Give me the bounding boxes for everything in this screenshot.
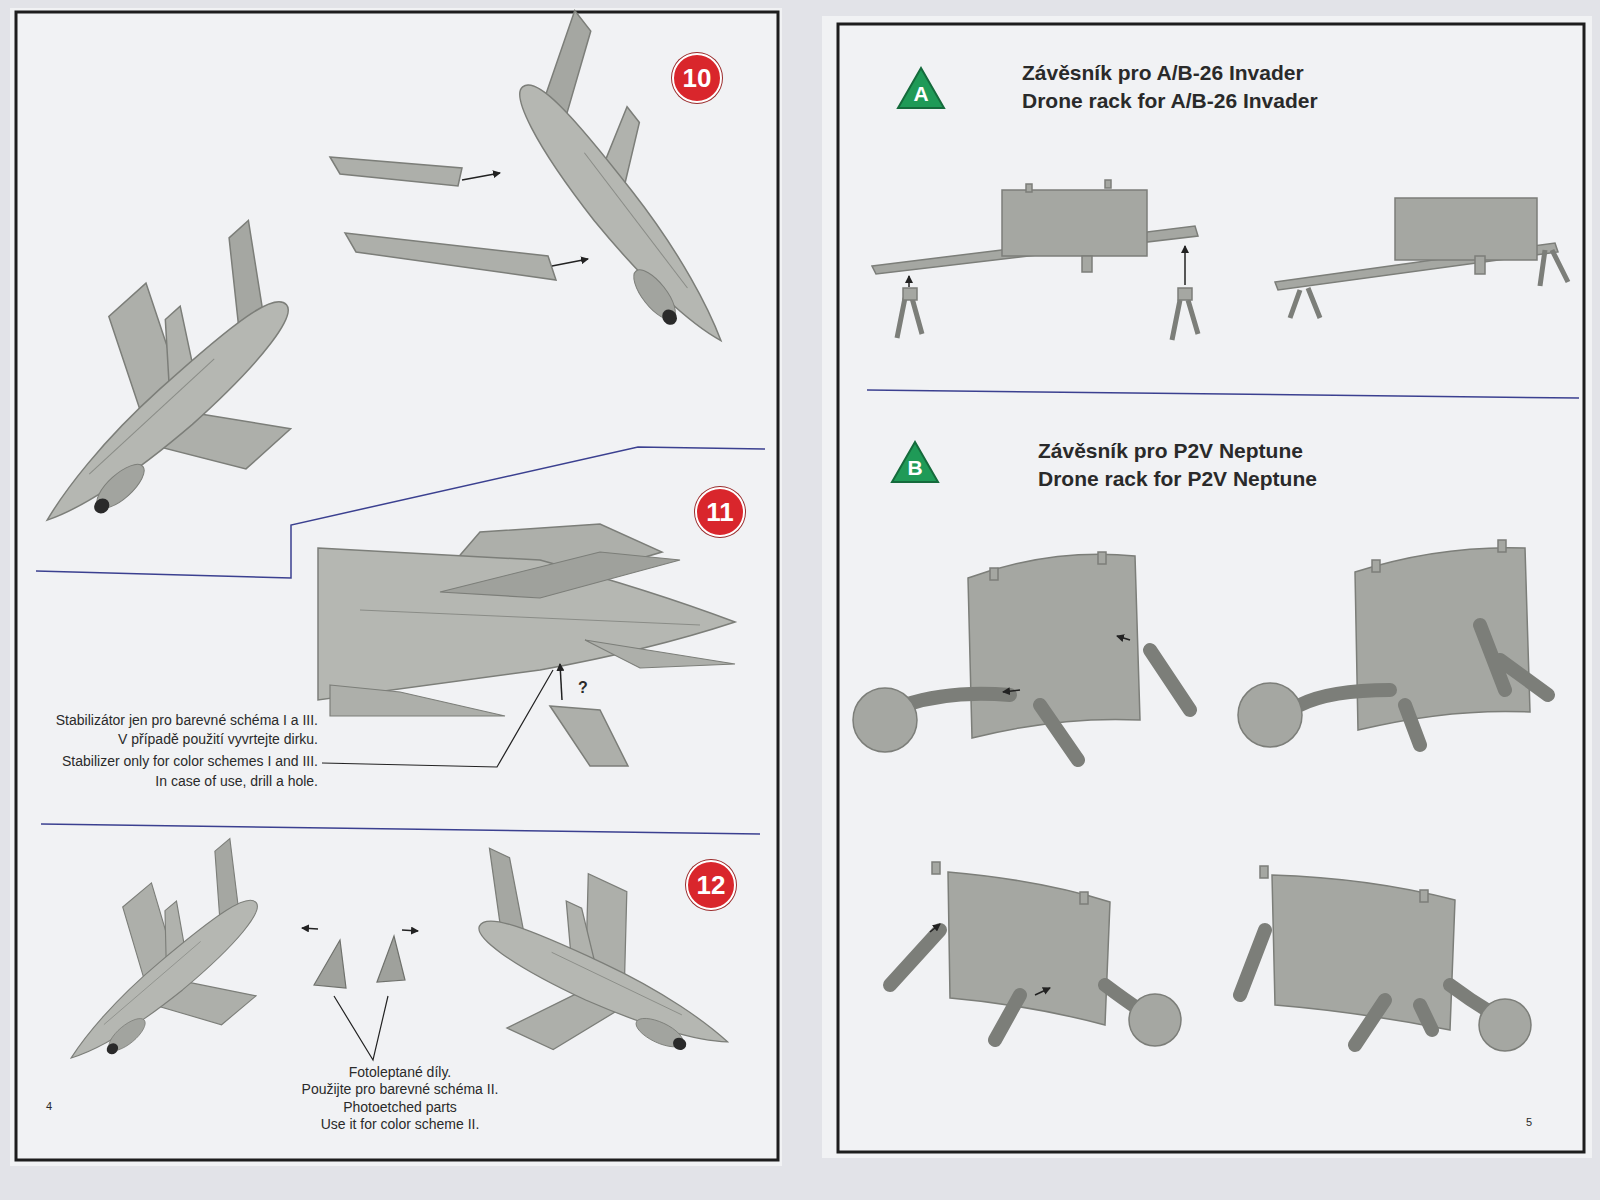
page-border bbox=[838, 24, 1584, 1152]
note-text: Použijte pro barevné schéma II. bbox=[302, 1081, 499, 1098]
note-text: Photoetched parts bbox=[343, 1099, 457, 1116]
triangle-shape bbox=[898, 68, 944, 108]
callout-number: 10 bbox=[672, 53, 722, 103]
node-text: B bbox=[907, 456, 922, 480]
node-text: 10 bbox=[683, 63, 712, 94]
note-text: In case of use, drill a hole. bbox=[155, 773, 318, 790]
rack-figure bbox=[1238, 540, 1548, 747]
page-border bbox=[16, 12, 778, 1160]
rack-figure bbox=[1275, 198, 1568, 318]
section-heading: Drone rack for A/B-26 Invader bbox=[1022, 88, 1318, 113]
page-sheet bbox=[822, 16, 1592, 1158]
node-text: 11 bbox=[706, 497, 734, 528]
drone-figure bbox=[0, 220, 331, 546]
section-heading: Drone rack for P2V Neptune bbox=[1038, 466, 1317, 491]
node-text: A bbox=[913, 82, 928, 106]
note-text: V případě použití vyvrtejte dirku. bbox=[118, 731, 318, 748]
page-number: 4 bbox=[46, 1100, 52, 1113]
section-heading: Závěsník pro A/B-26 Invader bbox=[1022, 60, 1304, 85]
callout-number: 11 bbox=[695, 487, 745, 537]
note-text: Use it for color scheme II. bbox=[321, 1116, 480, 1133]
callout-number: 12 bbox=[686, 860, 736, 910]
photoetched-parts bbox=[302, 928, 418, 1060]
note-text: Fotoleptané díly. bbox=[349, 1064, 451, 1081]
page-number: 5 bbox=[1526, 1116, 1532, 1129]
rack-figure bbox=[853, 552, 1190, 760]
rack-figure bbox=[1240, 866, 1531, 1051]
page-sheet bbox=[10, 8, 782, 1166]
drone-figure bbox=[330, 11, 790, 363]
question-mark: ? bbox=[578, 678, 588, 697]
note-text: Stabilizátor jen pro barevné schéma I a … bbox=[56, 712, 318, 729]
rack-figure bbox=[890, 862, 1181, 1046]
divider-line bbox=[867, 390, 1579, 398]
note-text: Stabilizer only for color schemes I and … bbox=[62, 753, 318, 770]
drone-figure bbox=[29, 839, 290, 1079]
step-triangle: A bbox=[896, 66, 946, 110]
node-text: 12 bbox=[697, 870, 726, 901]
divider-line bbox=[41, 824, 760, 834]
rack-figure bbox=[872, 180, 1198, 340]
tail-closeup bbox=[318, 524, 735, 767]
section-heading: Závěsník pro P2V Neptune bbox=[1038, 438, 1303, 463]
triangle-shape bbox=[892, 442, 938, 482]
drone-figure bbox=[445, 848, 759, 1069]
step-triangle: B bbox=[890, 440, 940, 484]
